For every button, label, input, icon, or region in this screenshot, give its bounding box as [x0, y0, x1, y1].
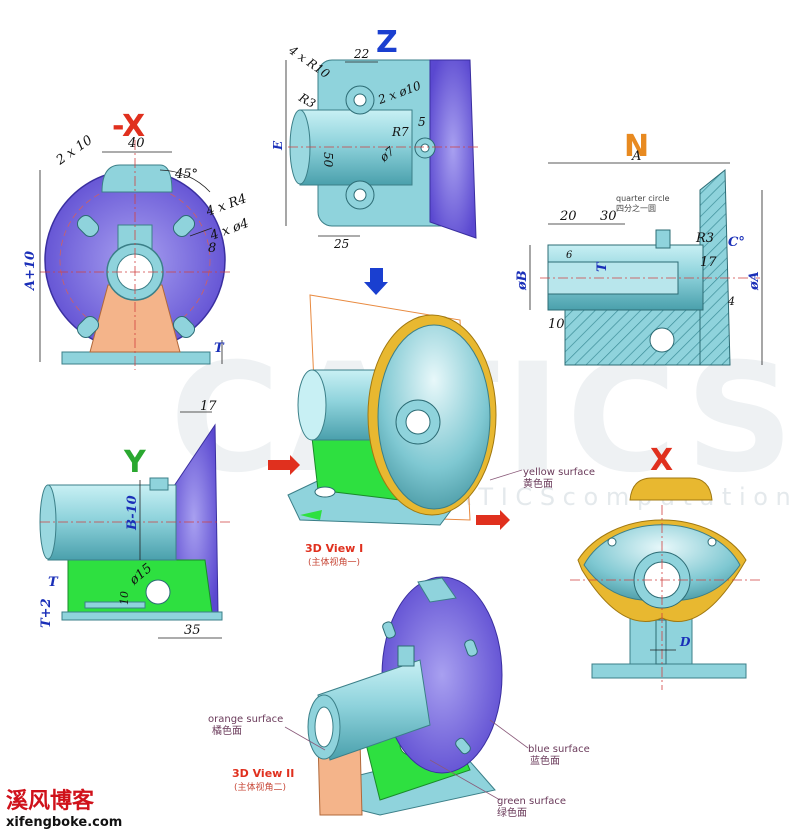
dim-neg-x-angle: 45° — [174, 167, 198, 182]
dim-n-groove: 6 — [566, 250, 573, 261]
dim-n-angle: C° — [728, 235, 745, 250]
dim-neg-x-thickness: T — [214, 341, 225, 356]
dim-n-thickness: T — [595, 261, 610, 272]
dim-z-cyl-length: 50 — [321, 152, 335, 168]
dim-z-boss-radius: R7 — [391, 125, 409, 139]
brand-name: 溪风博客 — [6, 788, 95, 814]
view-z: Z 4 x R10 22 2 x ø10 R3 5 R7 ø7 E 50 25 — [271, 25, 480, 251]
dim-n-flange-dia: øA — [747, 271, 762, 291]
callout-blue-surface-cn: 蓝色面 — [530, 754, 560, 767]
dim-y-flange-thk: 17 — [200, 399, 217, 414]
view-label-neg-x: -X — [112, 109, 145, 144]
view-n: N A 20 30 6 R3 C° 17 øB T øA 10 4 quart — [515, 129, 763, 366]
view-label-n: N — [624, 129, 649, 164]
view-label-y: Y — [123, 445, 147, 480]
callout-yellow-surface: yellow surface — [523, 467, 595, 478]
callout-orange-surface-cn: 橘色面 — [212, 724, 242, 737]
callout-green-surface-cn: 绿色面 — [497, 806, 527, 819]
dim-x-rib: D — [679, 635, 691, 649]
dim-y-rib-offset: 10 — [118, 591, 131, 605]
dim-z-hole-spacing: 22 — [353, 47, 369, 61]
view-label-x: X — [650, 443, 673, 478]
dim-n-step-2: 30 — [600, 209, 617, 224]
note-quarter-circle: quarter circle — [616, 194, 670, 203]
callout-green-surface: green surface — [497, 796, 566, 807]
dim-z-fillet: R3 — [296, 90, 319, 111]
dim-z-height: E — [271, 140, 285, 151]
dim-neg-x-slot: 2 x 10 — [53, 133, 96, 169]
watermark-small: C A T I C S c o m p u t a t i o n — [430, 483, 791, 511]
view1-title: 3D View I — [305, 542, 363, 555]
view1-subtitle: (主体视角一) — [308, 556, 360, 568]
dim-y-base-length: 35 — [184, 623, 201, 638]
view2-subtitle: (主体视角二) — [234, 781, 286, 793]
dim-n-overall: A — [631, 149, 641, 164]
callout-orange-surface: orange surface — [208, 714, 283, 725]
dim-neg-x-width: 40 — [127, 136, 145, 151]
view-neg-x: -X 2 x 10 40 45° 4 — [23, 109, 251, 370]
brand-url: xifengboke.com — [6, 815, 122, 830]
callout-yellow-surface-cn: 黄色面 — [523, 477, 553, 490]
note-quarter-circle-cn: 四分之一圆 — [616, 203, 656, 213]
dim-n-bore: øB — [515, 270, 530, 291]
dim-n-fillet: R3 — [695, 231, 714, 246]
view-y: Y 17 B-10 ø15 10 T T+2 35 — [39, 399, 230, 639]
dim-neg-x-offset: 8 — [208, 241, 216, 256]
dim-y-rib-thk: T — [48, 575, 59, 590]
dim-n-step-1: 20 — [559, 209, 577, 224]
view-3d-one: 3D View I (主体视角一) yellow surface 黄色面 — [268, 268, 595, 568]
dim-y-height: B-10 — [125, 495, 140, 531]
callout-blue-surface: blue surface — [528, 744, 590, 755]
dim-z-base-offset: 25 — [333, 237, 349, 251]
view-label-z: Z — [376, 25, 398, 60]
view-x: X D — [570, 443, 760, 690]
dim-y-base-thk: T+2 — [39, 598, 54, 628]
dim-z-offset: 5 — [418, 115, 426, 129]
dim-n-base: 10 — [548, 317, 565, 332]
dim-n-flange: 17 — [700, 255, 717, 270]
view2-title: 3D View II — [232, 767, 294, 780]
view-3d-two: 3D View II (主体视角二) orange surface 橘色面 bl… — [208, 576, 590, 819]
dim-neg-x-height: A+10 — [23, 251, 38, 292]
dim-neg-x-radius: 4 x R4 — [203, 191, 248, 220]
dim-n-lip: 4 — [727, 295, 735, 308]
